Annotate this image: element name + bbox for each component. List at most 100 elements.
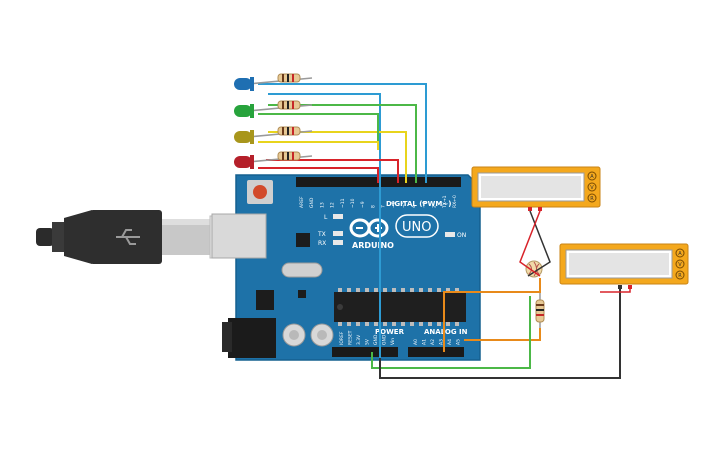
wire-yellow: [268, 131, 407, 183]
led-red[interactable]: [234, 151, 313, 169]
top-pin-label-9: ~6: [391, 201, 397, 208]
led-yellow[interactable]: [234, 126, 313, 144]
led-l-indicator: [333, 214, 343, 219]
wires[interactable]: [258, 83, 631, 379]
resistor[interactable]: [277, 100, 301, 110]
multimeter-top[interactable]: A V R: [471, 166, 601, 211]
terminal-a-label: A: [678, 251, 682, 257]
multimeter-bottom-display: [569, 253, 669, 275]
terminal-v-label: V: [590, 185, 594, 191]
analog-section-label: ANALOG IN: [424, 328, 468, 336]
model-badge: [395, 214, 439, 238]
power-pin-label-4: GND: [373, 334, 379, 345]
probe-black-bottom[interactable]: [618, 285, 622, 289]
led-rx-indicator: [333, 240, 343, 245]
wire-red-ldr: [519, 210, 541, 277]
led-rx-label: RX: [318, 240, 326, 247]
top-pin-label-12: ~3: [421, 201, 427, 208]
top-pin-label-1: GND: [309, 197, 315, 208]
wire-red: [266, 159, 399, 183]
led-on-label: ON: [457, 232, 466, 239]
voltage-regulator: [256, 290, 274, 310]
resistor[interactable]: [277, 73, 301, 83]
wire-black-ldr: [527, 210, 551, 277]
arduino-board[interactable]: L TX RX ON ARDUINO UNO DIGITAL (PWM~) PO…: [211, 174, 481, 361]
usb-jack: [211, 213, 267, 259]
analog-pin-label-0: A0: [413, 339, 419, 345]
usb-chip: [296, 233, 310, 247]
power-section-label: POWER: [375, 328, 405, 336]
analog-pin-label-5: A5: [456, 339, 462, 345]
digital-section-label: DIGITAL (PWM~): [386, 200, 451, 208]
arduino-logo-icon: [349, 218, 389, 238]
probe-red-bottom[interactable]: [628, 285, 632, 289]
terminal-r-label: R: [590, 196, 594, 202]
power-pin-label-0: IOREF: [339, 331, 345, 345]
led-green[interactable]: [234, 100, 313, 118]
wire-green-bottom: [371, 296, 531, 369]
top-pin-label-10: ~5: [401, 201, 407, 208]
top-pin-label-2: 13: [319, 202, 325, 208]
top-pin-label-5: ~10: [350, 198, 356, 208]
power-jack: [222, 318, 276, 358]
wire-red-ground: [258, 167, 379, 183]
top-pin-label-0: AREF: [299, 196, 305, 208]
crystal-oscillator: [281, 262, 323, 278]
resistor[interactable]: [277, 126, 301, 136]
terminal-a-label: A: [590, 174, 594, 180]
top-pin-label-8: 7: [381, 205, 387, 208]
top-pin-label-11: 4: [411, 205, 417, 208]
small-chip: [298, 290, 306, 298]
microcontroller-chip: [334, 288, 466, 326]
terminal-r-label: R: [678, 273, 682, 279]
multimeter-top-display: [481, 176, 581, 198]
led-array[interactable]: [234, 73, 313, 169]
wire-green-ground: [258, 113, 379, 150]
analog-pin-label-2: A2: [430, 339, 436, 345]
wire-red-bottom-meter: [600, 289, 631, 293]
multimeter-bottom-terminals[interactable]: A V R: [675, 248, 685, 280]
power-pin-label-1: RESET: [348, 330, 354, 345]
led-on-indicator: [445, 232, 455, 237]
probe-red-top[interactable]: [538, 207, 542, 211]
power-pin-label-3: 5V: [365, 338, 371, 345]
wire-black-bottom: [379, 289, 621, 379]
analog-pin-label-4: A4: [447, 339, 453, 345]
multimeter-bottom[interactable]: A V R: [559, 243, 689, 289]
wire-orange-2: [464, 328, 541, 341]
multimeter-top-terminals[interactable]: A V R: [587, 171, 597, 203]
power-pin-label-2: 3.3V: [356, 334, 362, 345]
analog-header[interactable]: [408, 347, 464, 357]
power-header[interactable]: [332, 347, 398, 357]
photoresistor[interactable]: [525, 260, 543, 278]
led-l-label: L: [324, 214, 328, 221]
analog-pin-label-1: A1: [422, 339, 428, 345]
top-pin-label-7: 8: [370, 205, 376, 208]
led-blue[interactable]: [234, 73, 313, 91]
top-pin-label-3: 12: [330, 202, 336, 208]
terminal-v-label: V: [678, 262, 682, 268]
usb-icon: [116, 229, 140, 245]
brand-label: ARDUINO: [352, 241, 394, 250]
capacitor: [310, 323, 334, 347]
led-tx-indicator: [333, 231, 343, 236]
wire-blue-ground: [268, 93, 381, 374]
capacitor: [282, 323, 306, 347]
led-tx-label: TX: [317, 231, 326, 238]
model-label: UNO: [402, 220, 431, 235]
wire-blue: [258, 83, 427, 183]
power-pin-label-5: GND: [382, 334, 388, 345]
power-pin-label-6: Vin: [390, 338, 396, 345]
resistor[interactable]: [277, 151, 301, 161]
wire-green: [268, 104, 417, 183]
wire-orange: [443, 278, 541, 352]
analog-pin-label-3: A3: [439, 339, 445, 345]
probe-black-top[interactable]: [528, 207, 532, 211]
top-pin-label-14: TX→1: [442, 195, 448, 209]
top-pin-label-15: RX←0: [452, 195, 458, 208]
top-pin-label-13: 2: [432, 205, 438, 208]
reset-button[interactable]: [247, 180, 273, 204]
